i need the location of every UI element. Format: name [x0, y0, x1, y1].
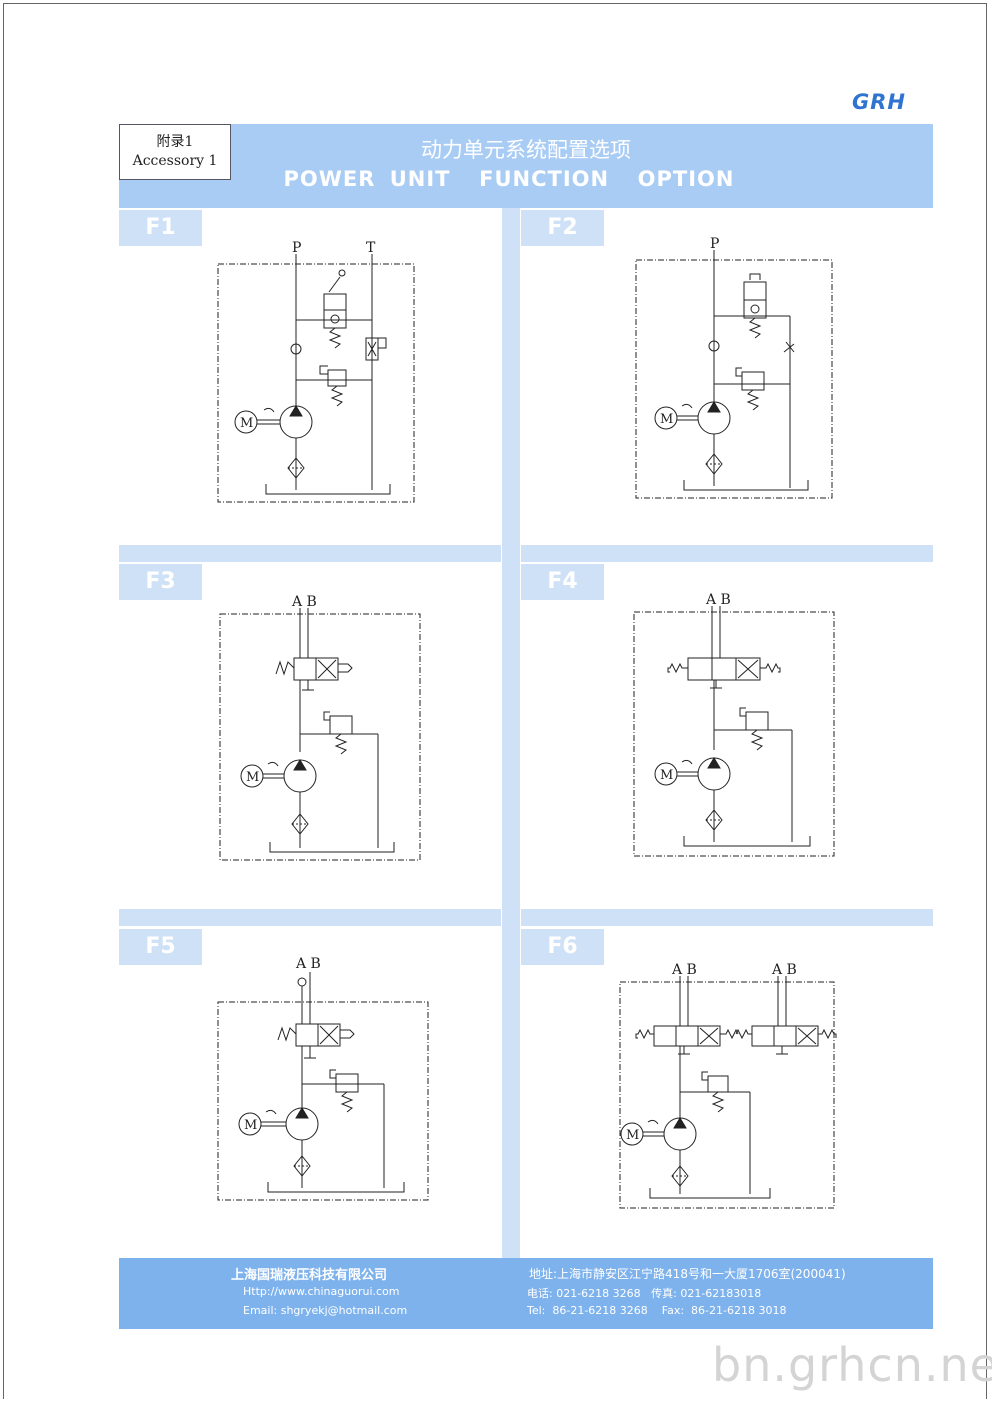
page-title-zh: 动力单元系统配置选项 — [421, 138, 631, 162]
row-divider-right-2 — [521, 909, 933, 926]
circuit-diagram-f1: P T M — [217, 240, 415, 503]
footer-company: 上海国瑞液压科技有限公司 — [231, 1268, 388, 1283]
port-label-ab-f5: A B — [295, 956, 321, 972]
accessory-label-zh: 附录1 — [156, 134, 194, 150]
row-divider-left-2 — [119, 909, 501, 926]
accessory-label-en: Accessory 1 — [132, 153, 218, 169]
circuit-diagram-f2: P M — [635, 236, 833, 499]
accessory-label-box: 附录1 Accessory 1 — [119, 124, 231, 180]
footer-address: 地址:上海市静安区江宁路418号和一大厦1706室(200041) — [529, 1267, 846, 1281]
panel-tag-f4: F4 — [521, 564, 604, 600]
motor-symbol-f6: M — [626, 1128, 639, 1143]
watermark: bn.grhcn.net — [712, 1338, 992, 1392]
center-divider — [502, 208, 520, 1258]
footer-phone-fax-zh: 电话: 021-6218 3268 传真: 021-62183018 — [527, 1287, 762, 1300]
panel-tag-f6: F6 — [521, 929, 604, 965]
row-divider-right-1 — [521, 545, 933, 562]
panel-tag-f3: F3 — [119, 564, 202, 600]
panel-tag-f1: F1 — [119, 210, 202, 246]
motor-symbol-f1: M — [240, 416, 253, 431]
motor-symbol-f2: M — [660, 412, 673, 427]
footer-phone-fax-en: Tel: 86-21-6218 3268 Fax: 86-21-6218 301… — [527, 1304, 787, 1317]
port-label-ab-f4: A B — [705, 592, 731, 608]
circuit-diagram-f6: A B A B M — [619, 962, 837, 1209]
port-label-ab-f3: A B — [291, 594, 317, 610]
panel-tag-f2: F2 — [521, 210, 604, 246]
row-divider-left-1 — [119, 545, 501, 562]
port-label-p: P — [292, 240, 301, 256]
circuit-diagram-f5: A B M — [217, 956, 429, 1201]
port-label-ab-f6-1: A B — [671, 962, 697, 978]
circuit-diagram-f4: A B M — [633, 592, 835, 857]
motor-symbol-f3: M — [246, 770, 259, 785]
panel-tag-f5: F5 — [119, 929, 202, 965]
header-band — [119, 124, 933, 208]
brand-logo: GRH — [852, 90, 906, 114]
footer-band: 上海国瑞液压科技有限公司 Http://www.chinaguorui.com … — [119, 1258, 933, 1329]
page-title-en: POWER UNIT FUNCTION OPTION — [283, 167, 735, 191]
port-label-p-f2: P — [710, 236, 719, 252]
motor-symbol-f5: M — [244, 1118, 257, 1133]
port-label-ab-f6-2: A B — [771, 962, 797, 978]
footer-website[interactable]: Http://www.chinaguorui.com — [243, 1285, 400, 1298]
circuit-diagram-f3: A B M — [219, 594, 421, 861]
footer-email[interactable]: Email: shgryekj@hotmail.com — [243, 1304, 408, 1317]
port-label-t: T — [366, 240, 376, 256]
motor-symbol-f4: M — [660, 768, 673, 783]
page-border — [3, 3, 987, 1399]
